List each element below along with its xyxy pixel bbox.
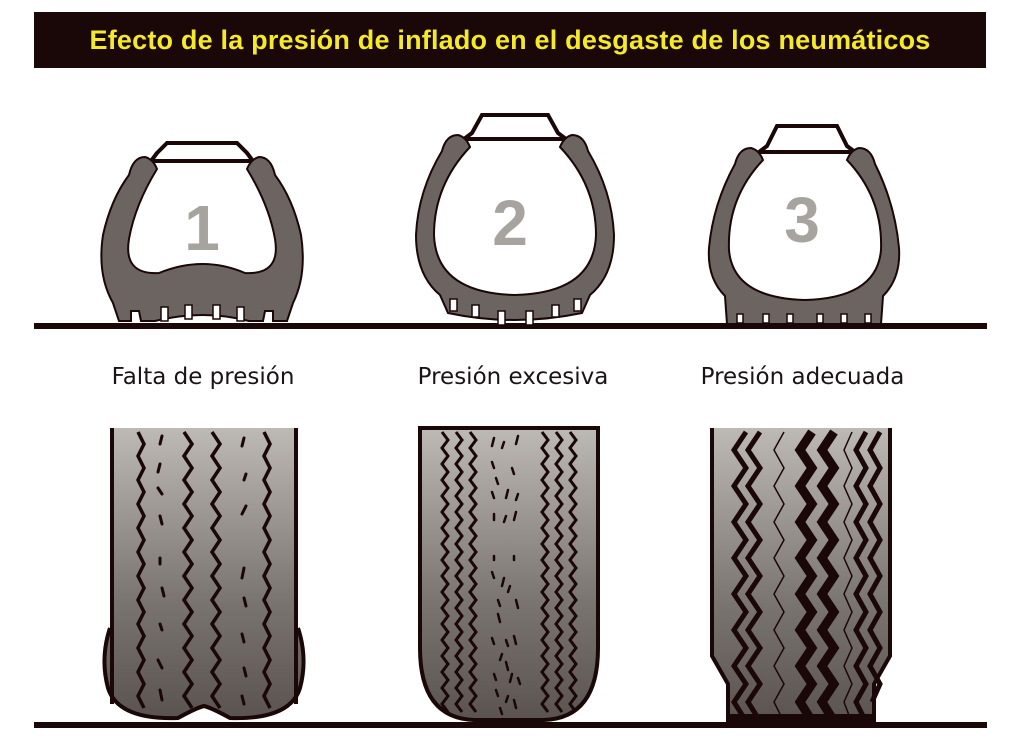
label-correct-pressure: Presión adecuada: [700, 364, 905, 390]
tread-view-underinflated: [102, 428, 306, 721]
title-banner: Efecto de la presión de inflado en el de…: [34, 12, 986, 68]
panel-number-2: 2: [492, 187, 528, 259]
ground-line-top: [34, 323, 987, 329]
panel-number-3: 3: [784, 184, 820, 256]
tire-cross-section-3: 3: [707, 124, 901, 325]
panel-number-1: 1: [184, 192, 220, 264]
label-underinflated: Falta de presión: [111, 364, 295, 390]
tire-cross-section-1: 1: [100, 141, 304, 322]
tire-cross-section-2: 2: [414, 113, 616, 326]
tread-view-overinflated: [418, 426, 600, 722]
ground-line-bottom: [34, 722, 987, 728]
label-overinflated: Presión excesiva: [417, 364, 609, 390]
diagram-title: Efecto de la presión de inflado en el de…: [89, 24, 931, 55]
tread-view-correct: [710, 428, 892, 722]
